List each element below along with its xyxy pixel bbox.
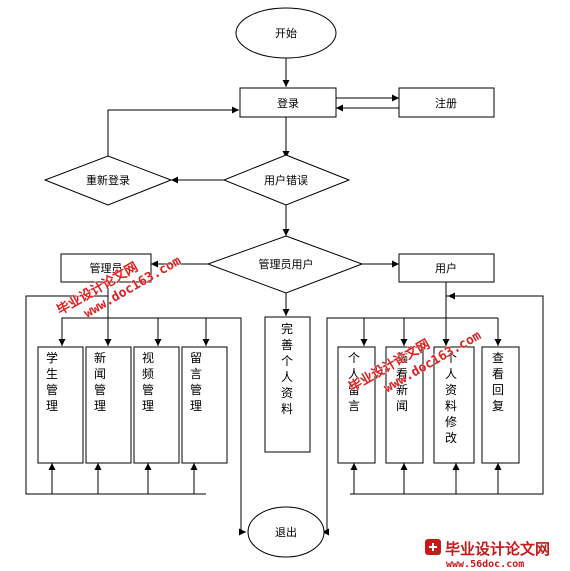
logo-title: 毕业设计论文网 — [445, 540, 550, 558]
message-mgmt-box — [181, 346, 228, 464]
node-video-mgmt: 视频管理 — [133, 346, 180, 464]
node-register: 注册 — [398, 87, 495, 118]
admin-or-user-label: 管理员用户 — [259, 257, 314, 271]
node-user-error: 用户错误 — [222, 154, 351, 206]
user-error-diamond — [222, 154, 351, 206]
exit-ellipse — [247, 506, 325, 558]
admin-label: 管理员 — [90, 261, 123, 275]
node-view-reply: 查看回复 — [481, 346, 520, 464]
personal-message-label: 个人留言 — [348, 351, 360, 413]
node-admin-or-user: 管理员用户 — [206, 235, 364, 294]
node-user: 用户 — [398, 253, 495, 283]
register-box — [398, 87, 495, 118]
user-error-label: 用户错误 — [264, 173, 308, 187]
register-label: 注册 — [435, 96, 457, 110]
node-complete-profile: 完善个人资料 — [264, 316, 311, 453]
view-reply-label: 查看回复 — [492, 351, 504, 413]
message-mgmt-label: 留言管理 — [190, 351, 202, 413]
user-label: 用户 — [435, 261, 457, 275]
node-admin: 管理员 — [60, 253, 152, 283]
user-box — [398, 253, 495, 283]
complete-profile-label: 完善个人资料 — [281, 321, 293, 416]
admin-box — [60, 253, 152, 283]
edit-profile-box — [433, 346, 475, 464]
node-exit: 退出 — [247, 506, 325, 558]
node-news-mgmt: 新闻管理 — [85, 346, 132, 464]
edge-user-exit-line — [326, 317, 498, 532]
news-mgmt-box — [85, 346, 132, 464]
site-logo: 毕业设计论文网 www.56doc.com — [425, 539, 550, 570]
node-relogin: 重新登录 — [43, 155, 173, 206]
node-personal-message: 个人留言 — [337, 346, 376, 464]
complete-profile-box — [264, 316, 311, 453]
edges — [25, 58, 544, 536]
start-label: 开始 — [275, 26, 297, 40]
news-mgmt-label: 新闻管理 — [94, 350, 106, 413]
node-start: 开始 — [235, 7, 337, 59]
node-view-news: 查看新闻 — [385, 346, 424, 464]
node-message-mgmt: 留言管理 — [181, 346, 228, 464]
edit-profile-label: 个人资料修改 — [445, 351, 457, 445]
node-student-mgmt: 学生管理 — [37, 346, 84, 464]
exit-label: 退出 — [275, 525, 297, 539]
view-reply-box — [481, 346, 520, 464]
view-news-label: 查看新闻 — [396, 351, 408, 413]
student-mgmt-box — [37, 346, 84, 464]
start-ellipse — [235, 7, 337, 59]
relogin-diamond — [43, 155, 173, 206]
login-label: 登录 — [277, 96, 299, 110]
edge-relogin-login — [107, 106, 239, 158]
video-mgmt-label: 视频管理 — [142, 350, 154, 413]
video-mgmt-box — [133, 346, 180, 464]
node-edit-profile: 个人资料修改 — [433, 346, 475, 464]
login-box — [239, 87, 337, 118]
admin-or-user-diamond — [206, 235, 364, 294]
logo-url: www.56doc.com — [446, 559, 524, 570]
student-mgmt-label: 学生管理 — [46, 350, 58, 413]
relogin-label: 重新登录 — [86, 173, 130, 187]
logo-icon-mark — [429, 543, 437, 551]
node-login: 登录 — [239, 87, 337, 118]
personal-message-box — [337, 346, 376, 464]
view-news-box — [385, 346, 424, 464]
edge-admin-bus-frame — [25, 282, 206, 495]
